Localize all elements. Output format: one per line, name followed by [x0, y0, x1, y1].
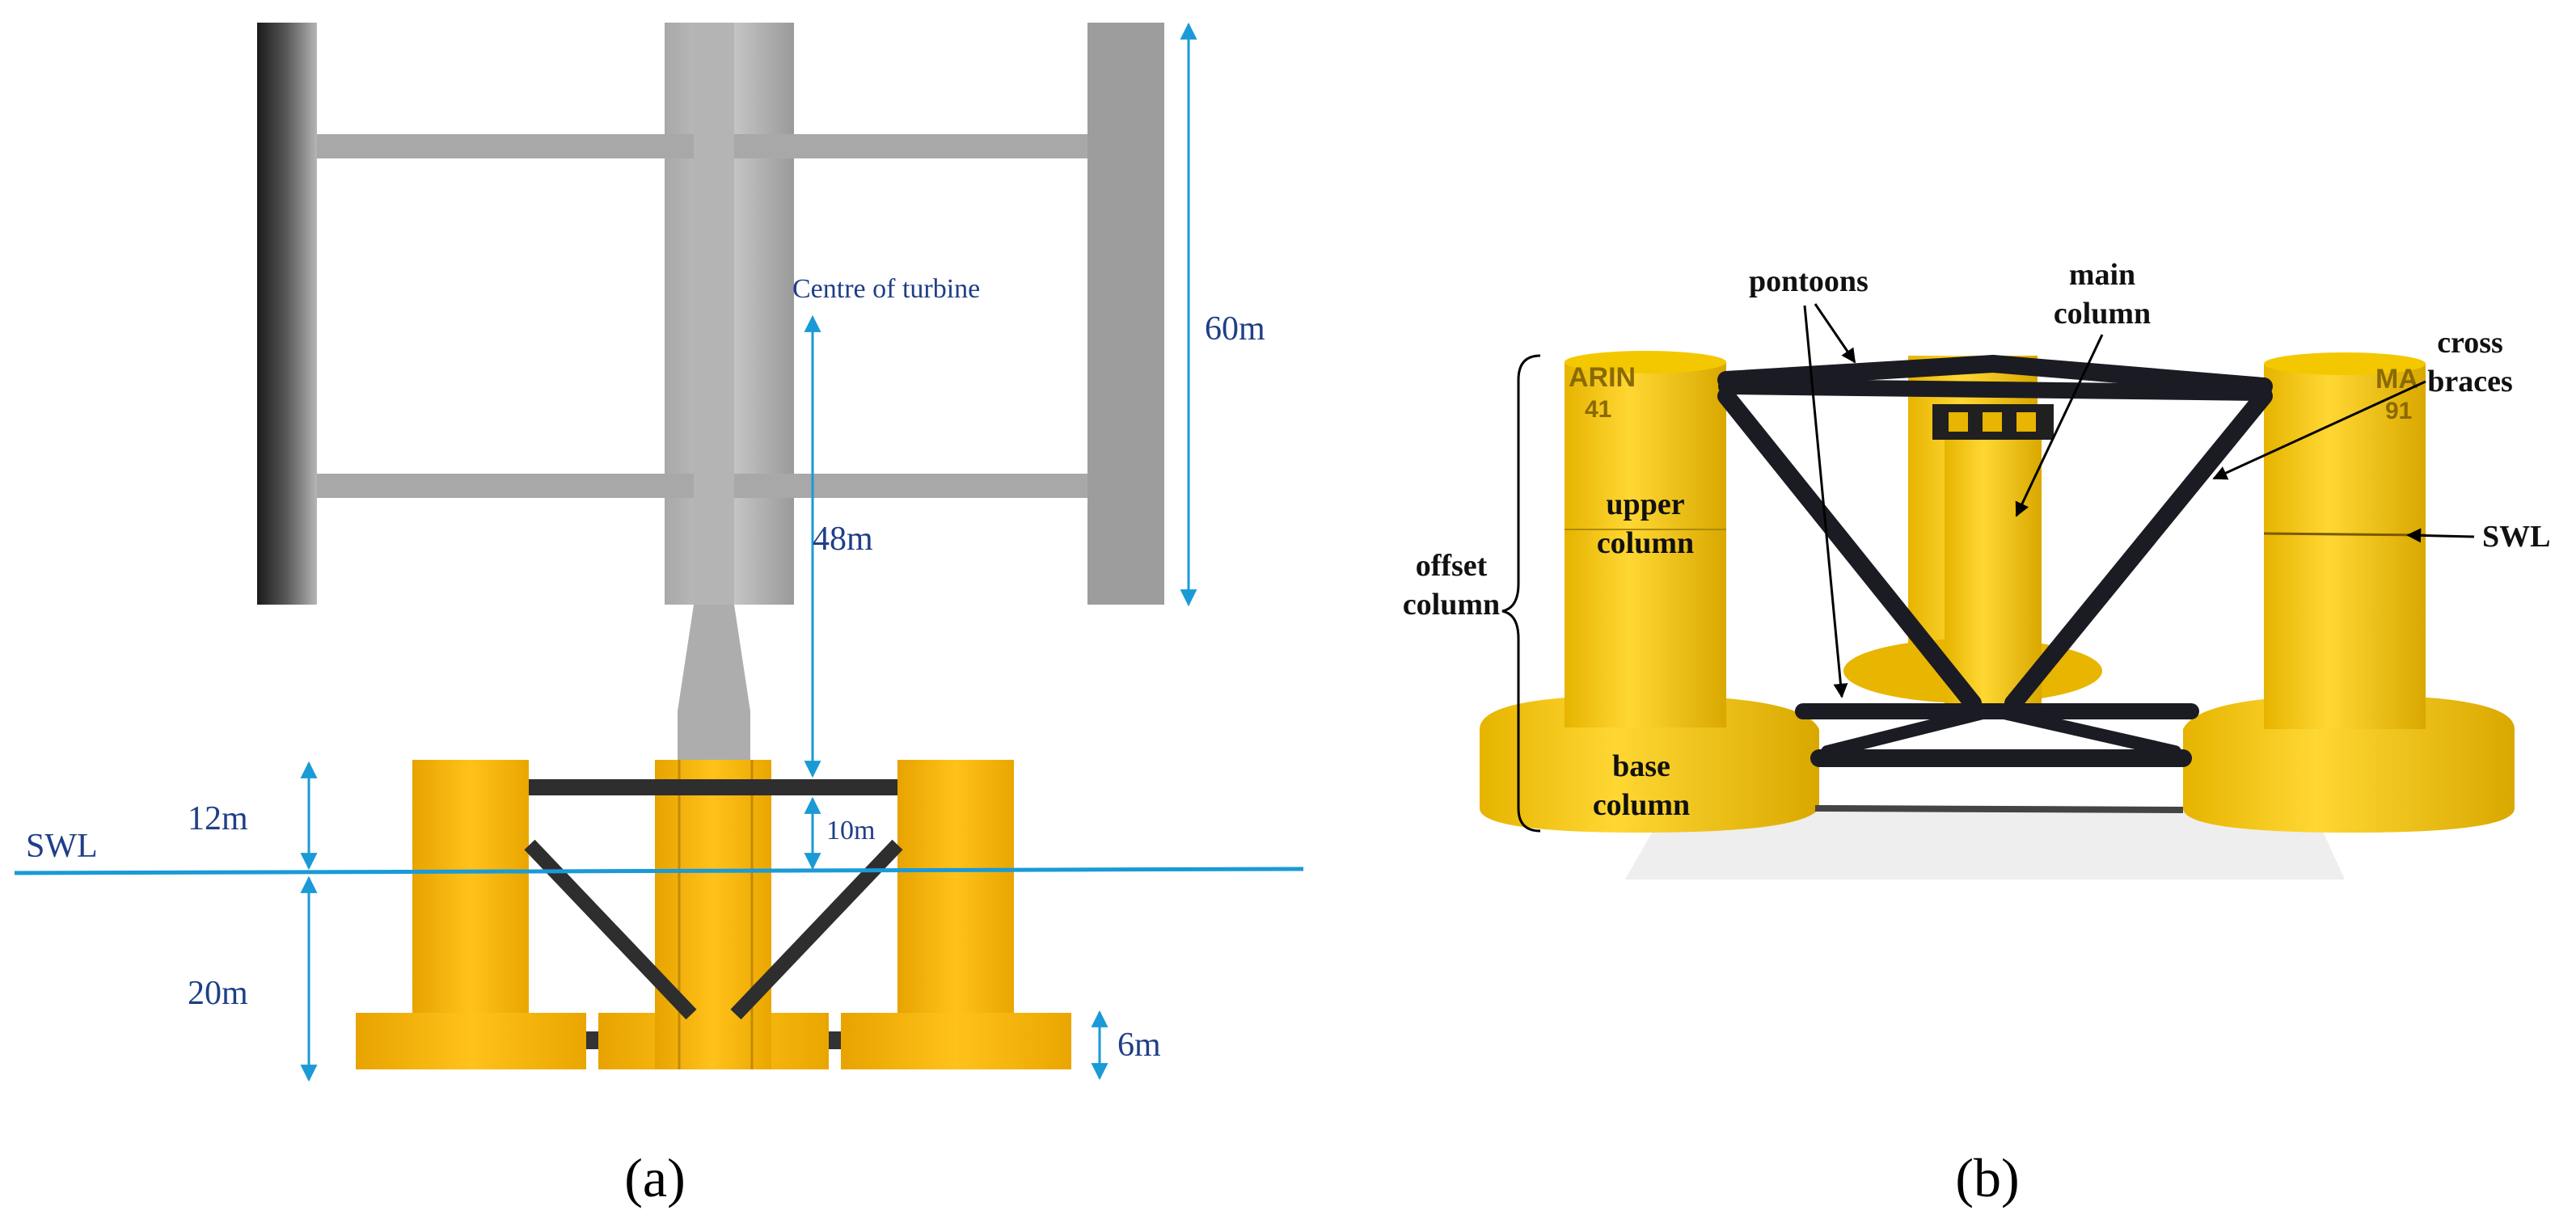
base-column-label-2: column	[1593, 788, 1690, 822]
cross-brace-right-photo	[2004, 387, 2273, 712]
cross-braces-label-2: braces	[2427, 365, 2513, 399]
brace-to-swl-label: 10m	[826, 816, 875, 846]
top-pontoon-left	[1717, 355, 2002, 389]
central-shaft	[694, 23, 734, 605]
turbine-rotor	[257, 23, 1164, 784]
base-column-left	[356, 1013, 586, 1069]
rotor-blade-right	[1087, 23, 1164, 605]
panel-b-caption: (b)	[1955, 1147, 2019, 1208]
bottom-brace-diag-left	[1821, 705, 1995, 758]
main-column-top-window-2	[1983, 412, 2002, 432]
base-height-label: 6m	[1117, 1027, 1161, 1064]
rotor-blade-left	[257, 23, 317, 605]
rotor-arm-upper-left	[317, 134, 697, 158]
main-column-arrow	[2015, 334, 2104, 517]
main-column-label-2: column	[2054, 297, 2151, 331]
right-base-column	[2183, 695, 2515, 833]
main-column-photo	[1945, 436, 2042, 711]
rotor-arm-lower-right	[728, 474, 1087, 498]
base-column-label-1: base	[1612, 749, 1670, 783]
rotor-arm-upper-right	[728, 134, 1087, 158]
bottom-brace-diag-right	[1991, 705, 2181, 758]
swl-label-photo: SWL	[2482, 520, 2550, 554]
support-stand	[1625, 808, 2345, 879]
offset-column-label-1: offset	[1416, 549, 1488, 583]
upper-column-right	[897, 760, 1014, 1013]
base-column-right	[841, 1013, 1071, 1069]
top-pontoon-right	[1984, 355, 2273, 395]
right-column-marking-2: 91	[2385, 398, 2412, 424]
freeboard-label: 12m	[188, 800, 248, 837]
hub-height-label: 48m	[813, 521, 873, 558]
offset-column-label-2: column	[1403, 588, 1500, 622]
right-column-swl-mark	[2263, 532, 2426, 537]
swl-arrow-photo	[2406, 528, 2475, 543]
pontoons-arrow-bottom	[1803, 305, 1848, 698]
cross-braces-arrow	[2212, 380, 2426, 480]
offset-column-brace	[1501, 354, 1541, 833]
right-upper-column-top	[2264, 352, 2426, 375]
rotor-height-label: 60m	[1205, 310, 1265, 348]
main-column-top-window-1	[1949, 412, 1968, 432]
rotor-arm-lower-left	[317, 474, 697, 498]
top-brace	[529, 779, 897, 795]
main-column	[655, 760, 771, 1069]
left-upper-column-top	[1565, 351, 1726, 373]
lower-rail	[1814, 805, 2184, 813]
centre-of-turbine-label: Centre of turbine	[792, 274, 980, 304]
panel-a-diagram: SWL 60m Centre of turbine 48m 12m 20m 10…	[14, 22, 1304, 1208]
draft-label: 20m	[188, 975, 248, 1012]
right-upper-column	[2264, 364, 2426, 729]
swl-label: SWL	[26, 828, 98, 865]
left-column-marking-2: 41	[1585, 396, 1611, 423]
upper-column-left	[412, 760, 529, 1013]
cross-brace-right	[730, 839, 903, 1020]
pontoons-label: pontoons	[1749, 264, 1869, 298]
semi-sub-platform	[356, 760, 1071, 1069]
main-column-top-window-3	[2016, 412, 2036, 432]
left-upper-column	[1565, 362, 1726, 727]
panel-b-photo: ARIN 41 MA 91 pontoons	[1403, 258, 2551, 1208]
cross-brace-left-photo	[1717, 387, 1982, 712]
panel-a-caption: (a)	[624, 1147, 685, 1208]
tower-flare	[678, 605, 750, 784]
top-pontoon-front	[1718, 378, 2272, 401]
left-column-marking: ARIN	[1569, 362, 1636, 393]
right-column-marking: MA	[2375, 364, 2418, 394]
upper-column-label-1: upper	[1606, 487, 1684, 521]
upper-column-label-2: column	[1597, 526, 1694, 560]
left-base-column	[1480, 695, 1819, 833]
main-column-label-1: main	[2069, 258, 2135, 292]
pontoons-arrow-top	[1814, 303, 1856, 364]
swl-line	[14, 867, 1304, 875]
cross-braces-label-1: cross	[2437, 326, 2503, 360]
